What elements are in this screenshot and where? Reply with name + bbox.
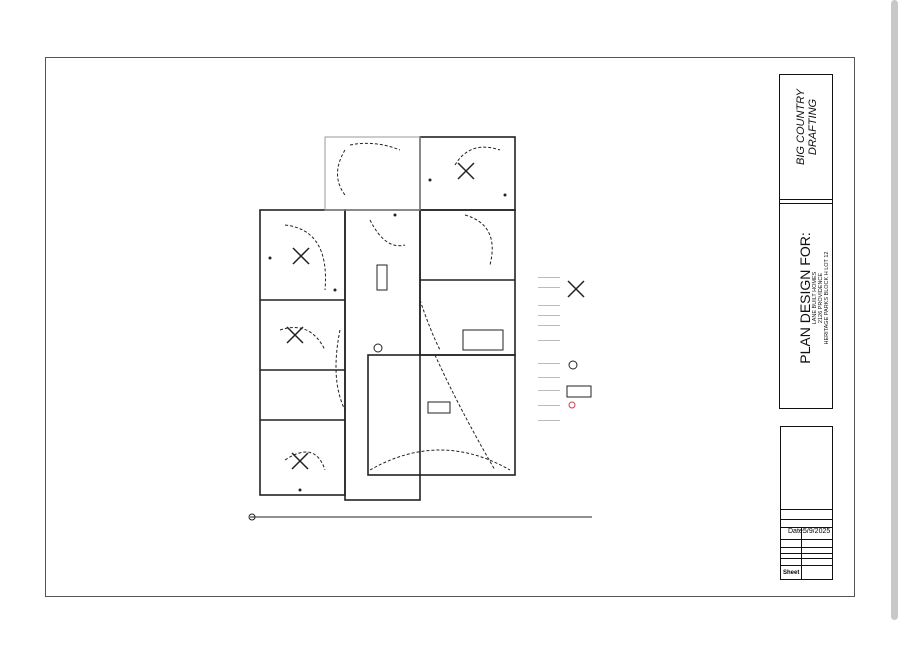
wall-right-column [419, 209, 516, 356]
wall-garage [367, 354, 516, 476]
lot-info: HERITAGE PARKS BLOCK H LOT 12 [824, 251, 830, 345]
fixtures [268, 178, 507, 492]
sheet-label: Sheet [783, 570, 800, 576]
plan-title: PLAN DESIGN FOR: [797, 232, 813, 364]
vertical-scrollbar[interactable] [891, 0, 898, 620]
firm-name-box: BIG COUNTRY DRAFTING [779, 74, 833, 204]
ceiling-fans [286, 162, 585, 470]
firm-name: BIG COUNTRY DRAFTING [795, 89, 819, 165]
title-block: Date: 5/9/2025 Sheet [780, 426, 833, 580]
date-label: Date: [788, 528, 805, 535]
date-value: 5/9/2025 [803, 528, 831, 535]
drawing-sheet [45, 57, 855, 597]
legend [538, 277, 592, 421]
wall-left-wing [259, 209, 346, 496]
patio [324, 136, 421, 211]
plan-title-box: PLAN DESIGN FOR: LANE BUILT HOMES 2126 P… [779, 199, 833, 409]
